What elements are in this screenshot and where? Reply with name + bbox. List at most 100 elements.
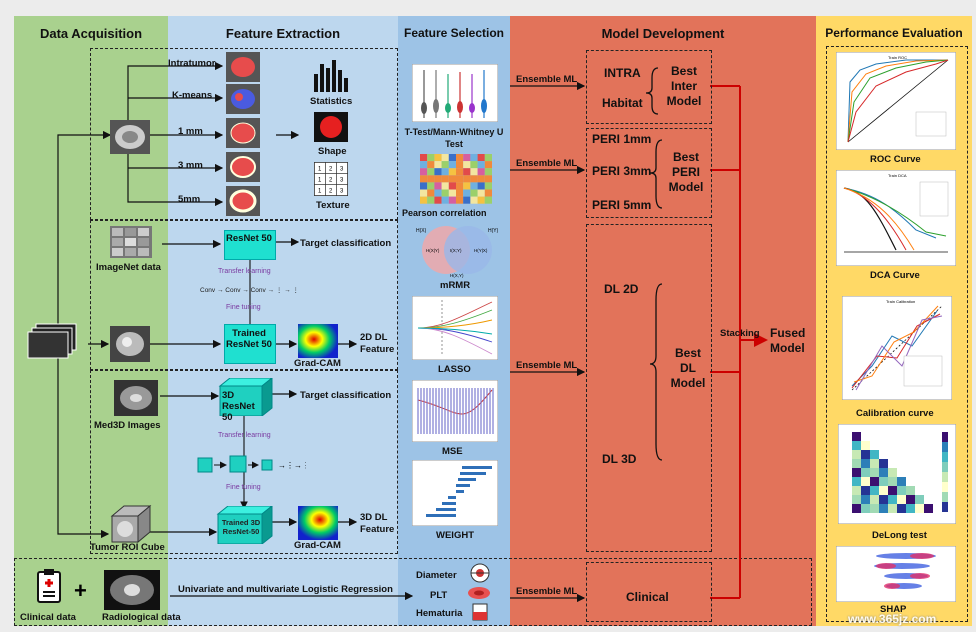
feature-selection-title: Feature Selection <box>403 26 505 40</box>
texture-cell-value: 1 <box>318 167 322 173</box>
radiological-data-label: Radiological data <box>102 612 181 623</box>
venn-hx: H(X) <box>416 228 427 234</box>
delong-cell <box>852 450 861 459</box>
region-intratumor-label: Intratumor <box>168 58 216 69</box>
model-development-title: Model Development <box>601 26 725 41</box>
fine-tuning-2d: Fine tuning <box>226 304 261 311</box>
evaluation-box <box>826 46 968 622</box>
delong-cell <box>888 477 897 486</box>
heatmap-cell <box>448 182 456 190</box>
heatmap-cell <box>470 154 478 162</box>
mrmr-label: mRMR <box>440 280 471 291</box>
delong-cell <box>861 468 870 477</box>
delong-cell <box>852 432 861 441</box>
delong-colorbar-segment <box>942 472 948 482</box>
heatmap-cell <box>448 168 456 176</box>
delong-cell <box>879 468 888 477</box>
clinical-model-label: Clinical <box>626 590 669 604</box>
hematuria-icon <box>472 603 488 621</box>
statistics-label: Statistics <box>310 96 353 107</box>
plt-icon <box>468 587 490 599</box>
venn-hxy: H(X,Y) <box>450 273 464 278</box>
heatmap-cell <box>477 168 485 176</box>
resnet50-2d-label: ResNet 50 <box>226 233 272 244</box>
delong-cell <box>888 468 897 477</box>
delong-cell <box>861 486 870 495</box>
fused-model-label: Fused Model <box>770 326 806 355</box>
peri-5mm-image <box>226 186 260 216</box>
heatmap-cell <box>448 154 456 162</box>
fine-tuning-3d: Fine tuning <box>226 484 261 491</box>
delong-colorbar-segment <box>942 482 948 492</box>
delong-cell <box>870 450 879 459</box>
transfer-learning-2d: Transfer learning <box>218 268 271 275</box>
delong-cell <box>870 459 879 468</box>
heatmap-cell <box>463 189 471 197</box>
heatmap-cell <box>463 154 471 162</box>
heatmap-cell <box>456 154 464 162</box>
shap-plot-image <box>836 546 956 602</box>
delong-cell <box>870 504 879 513</box>
heatmap-cell <box>484 161 492 169</box>
heatmap-cell <box>441 161 449 169</box>
dca-curve-image: Train DCA <box>836 170 956 266</box>
best-inter-model-label: Best Inter Model <box>666 64 702 108</box>
peri-5mm-label: PERI 5mm <box>592 198 652 212</box>
feature-extraction-title: Feature Extraction <box>225 26 341 41</box>
heatmap-cell <box>456 161 464 169</box>
heatmap-cell <box>420 154 428 162</box>
heatmap-cell <box>463 196 471 204</box>
delong-cell <box>897 504 906 513</box>
delong-cell <box>870 477 879 486</box>
dl3d-section-box <box>90 370 398 554</box>
peri-3mm-image <box>226 152 260 182</box>
ct-slice-image <box>110 120 150 154</box>
ensemble-ml-label-4: Ensemble ML <box>516 586 578 597</box>
peri-3mm-label: PERI 3mm <box>592 164 652 178</box>
region-3mm-label: 3 mm <box>178 160 203 171</box>
delong-cell <box>852 468 861 477</box>
heatmap-cell <box>434 161 442 169</box>
texture-cell-value: 1 <box>318 189 322 195</box>
trained-resnet50-box <box>224 324 276 364</box>
region-5mm-label: 5mm <box>178 194 201 205</box>
calibration-curve-image: Train Calibration <box>842 296 952 400</box>
texture-cell-value: 1 <box>318 178 322 184</box>
delong-cell <box>879 477 888 486</box>
heatmap-cell <box>448 189 456 197</box>
calibration-chart-title: Train Calibration <box>886 299 915 304</box>
heatmap-cell <box>470 168 478 176</box>
texture-cell-value: 2 <box>329 189 333 195</box>
ttest-label: T-Test/Mann-Whitney U Test <box>404 127 504 149</box>
model-development-column <box>510 16 816 626</box>
resnet50-3d-label: 3D ResNet 50 <box>222 390 255 423</box>
tumor-roi-cube-label: Tumor ROI Cube <box>90 542 165 553</box>
mse-plot-image <box>412 380 498 442</box>
delong-cell <box>915 504 924 513</box>
imagenet-label: ImageNet data <box>96 262 161 273</box>
heatmap-cell <box>456 168 464 176</box>
pearson-label: Pearson correlation <box>402 208 487 218</box>
delong-cell <box>915 495 924 504</box>
delong-cell <box>888 495 897 504</box>
delong-cell <box>879 495 888 504</box>
heatmap-cell <box>427 175 435 183</box>
heatmap-cell <box>470 161 478 169</box>
heatmap-cell <box>470 189 478 197</box>
heatmap-cell <box>456 175 464 183</box>
heatmap-cell <box>448 196 456 204</box>
heatmap-cell <box>477 161 485 169</box>
gradcam-3d-heatmap <box>298 506 338 540</box>
calibration-curve-label: Calibration curve <box>856 408 934 419</box>
trained-3d-cube <box>216 506 273 544</box>
delong-cell <box>924 504 933 513</box>
intra-label: INTRA <box>604 66 641 80</box>
heatmap-cell <box>448 175 456 183</box>
heatmap-cell <box>427 189 435 197</box>
intratumor-image <box>226 52 260 82</box>
heatmap-cell <box>463 182 471 190</box>
gradcam-3d-label: Grad-CAM <box>294 540 341 551</box>
delong-cell <box>897 486 906 495</box>
heatmap-cell <box>477 175 485 183</box>
